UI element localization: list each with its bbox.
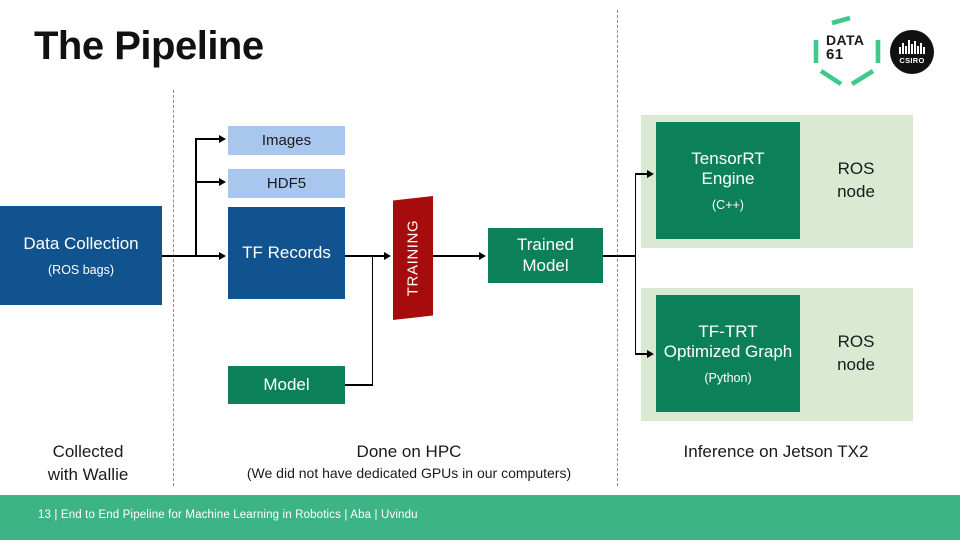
training-label: TRAINING <box>404 219 422 297</box>
connector-split-to-tftrt <box>634 353 649 355</box>
arrow-to-hdf5 <box>219 177 226 186</box>
arrow-to-tensorrt <box>647 169 654 178</box>
box-images[interactable]: Images <box>228 126 345 155</box>
caption-right-main: Inference on Jetson TX2 <box>683 442 869 461</box>
ros-node-tensorrt-line2: node <box>837 181 875 201</box>
footer-bar: 13 | End to End Pipeline for Machine Lea… <box>0 495 960 540</box>
tensorrt-sublabel: (C++) <box>712 197 744 212</box>
box-tftrt-graph[interactable]: TF-TRT Optimized Graph (Python) <box>656 295 800 412</box>
tensorrt-line1: TensorRT <box>691 148 765 168</box>
csiro-logo-icon: CSIRO <box>890 30 934 74</box>
connector-tf-records-to-training <box>345 255 385 257</box>
arrow-to-training-from-records <box>384 251 391 260</box>
arrow-to-images <box>219 134 226 143</box>
box-tensorrt-engine[interactable]: TensorRT Engine (C++) <box>656 122 800 239</box>
hdf5-label: HDF5 <box>266 174 307 192</box>
divider-left <box>173 90 174 486</box>
data-collection-sublabel: (ROS bags) <box>48 262 114 277</box>
arrow-to-trained-model <box>479 251 486 260</box>
model-label: Model <box>263 374 310 394</box>
connector-bus-to-tf-records <box>195 255 220 257</box>
data-collection-label: Data Collection <box>23 233 139 253</box>
ros-node-tftrt-line1: ROS <box>837 332 875 351</box>
brand-logo-group: DATA 61 CSIRO <box>808 16 934 88</box>
connector-split-to-tensorrt <box>634 173 649 175</box>
caption-right: Inference on Jetson TX2 <box>630 441 922 464</box>
connector-trained-model-out <box>603 255 636 257</box>
tensorrt-line2: Engine <box>701 168 755 188</box>
data61-line1: DATA <box>826 32 865 48</box>
box-hdf5[interactable]: HDF5 <box>228 169 345 198</box>
tftrt-sublabel: (Python) <box>704 370 752 385</box>
caption-left: Collected with Wallie <box>8 441 168 487</box>
arrow-to-tftrt <box>647 349 654 358</box>
tf-records-label: TF Records <box>242 242 331 262</box>
connector-model-to-riser <box>345 384 373 386</box>
footer-text: 13 | End to End Pipeline for Machine Lea… <box>38 509 418 521</box>
divider-right <box>617 10 618 486</box>
data61-wordmark: DATA 61 <box>826 33 870 63</box>
ros-node-label-tftrt: ROS node <box>812 331 900 377</box>
box-trained-model[interactable]: Trained Model <box>488 228 603 283</box>
caption-left-line2: with Wallie <box>47 464 129 484</box>
csiro-bars-icon <box>898 39 926 54</box>
ros-node-label-tensorrt: ROS node <box>812 158 900 204</box>
connector-bus-riser <box>195 138 197 256</box>
connector-training-to-trained-model <box>433 255 480 257</box>
arrow-to-tf-records <box>219 251 226 260</box>
caption-center-sub: (We did not have dedicated GPUs in our c… <box>246 464 572 481</box>
tftrt-line1: TF-TRT <box>698 321 758 341</box>
box-model[interactable]: Model <box>228 366 345 404</box>
caption-center: Done on HPC (We did not have dedicated G… <box>200 441 618 483</box>
connector-model-riser <box>371 255 374 385</box>
images-label: Images <box>261 131 312 149</box>
data61-line2: 61 <box>826 46 844 64</box>
trained-model-line1: Trained <box>516 235 574 255</box>
csiro-wordmark: CSIRO <box>899 56 925 65</box>
connector-bus-to-images <box>195 138 220 140</box>
ros-node-tftrt-line2: node <box>837 354 875 374</box>
page-title: The Pipeline <box>34 24 264 68</box>
box-tf-records[interactable]: TF Records <box>228 207 345 299</box>
trained-model-line2: Model <box>522 255 569 275</box>
ros-node-tensorrt-line1: ROS <box>837 159 875 178</box>
connector-inference-split <box>634 173 637 355</box>
caption-left-line1: Collected <box>52 442 124 461</box>
connector-collection-to-bus <box>162 255 196 257</box>
box-data-collection[interactable]: Data Collection (ROS bags) <box>0 206 162 305</box>
tftrt-line2: Optimized Graph <box>663 341 793 361</box>
box-training[interactable]: TRAINING <box>393 196 433 320</box>
caption-center-main: Done on HPC <box>356 442 462 461</box>
connector-bus-to-hdf5 <box>195 181 220 183</box>
data61-hexagon-icon <box>813 16 881 86</box>
